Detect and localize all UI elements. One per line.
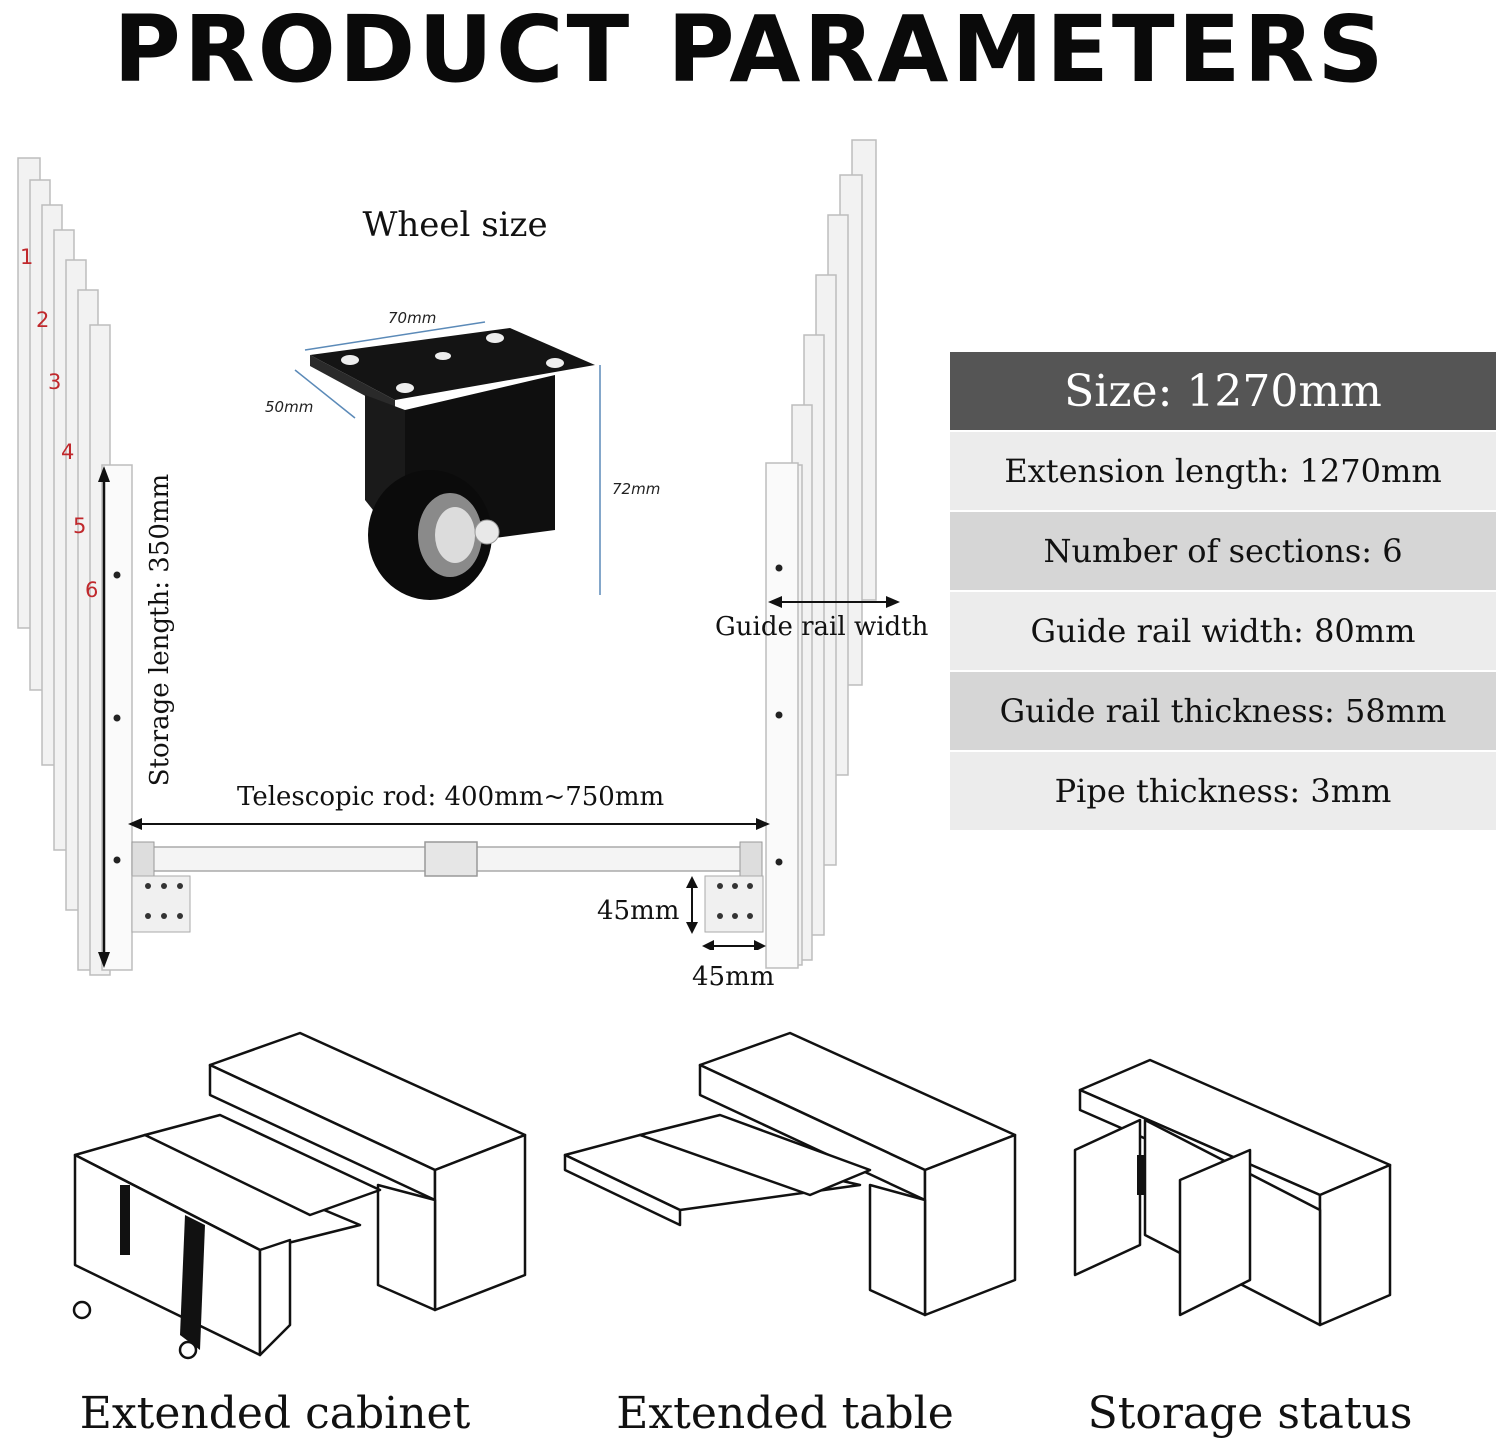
section-number: 6 xyxy=(85,578,99,602)
page-title: PRODUCT PARAMETERS xyxy=(113,0,1387,103)
wheel-size-label: Wheel size xyxy=(362,205,548,245)
section-number: 5 xyxy=(73,514,87,538)
guide-rail-width-label: Guide rail width xyxy=(715,612,929,642)
section-number: 1 xyxy=(20,245,34,269)
left-rail-illustration xyxy=(17,157,133,976)
wheel-height-label: 72mm xyxy=(612,480,661,498)
storage-status-illustration xyxy=(1073,1058,1392,1327)
section-number: 4 xyxy=(61,440,75,464)
spec-row: Guide rail width: 80mm xyxy=(950,592,1496,670)
caption-extended-cabinet: Extended cabinet xyxy=(79,1388,471,1439)
spec-row: Pipe thickness: 3mm xyxy=(950,752,1496,830)
caption-extended-table: Extended table xyxy=(616,1388,954,1439)
bracket-width-label: 45mm xyxy=(692,962,775,992)
caption-storage-status: Storage status xyxy=(1087,1388,1413,1439)
section-number: 2 xyxy=(36,308,50,332)
spec-header: Size: 1270mm xyxy=(950,352,1496,430)
storage-length-label: Storage length: 350mm xyxy=(145,473,175,787)
extended-table-illustration xyxy=(563,1031,1017,1317)
section-number: 3 xyxy=(48,370,62,394)
telescopic-rod-label: Telescopic rod: 400mm~750mm xyxy=(237,782,665,812)
spec-row: Number of sections: 6 xyxy=(950,512,1496,590)
wheel-width-label: 70mm xyxy=(388,309,437,327)
right-rail-illustration xyxy=(765,139,900,969)
caster-wheel-illustration xyxy=(294,321,601,600)
telescopic-rod-illustration xyxy=(128,818,770,950)
extended-cabinet-illustration xyxy=(72,1031,527,1360)
spec-row: Extension length: 1270mm xyxy=(950,432,1496,510)
spec-table: Size: 1270mm Extension length: 1270mm Nu… xyxy=(950,352,1496,832)
wheel-depth-label: 50mm xyxy=(265,398,314,416)
spec-row: Guide rail thickness: 58mm xyxy=(950,672,1496,750)
bracket-height-label: 45mm xyxy=(597,896,680,926)
